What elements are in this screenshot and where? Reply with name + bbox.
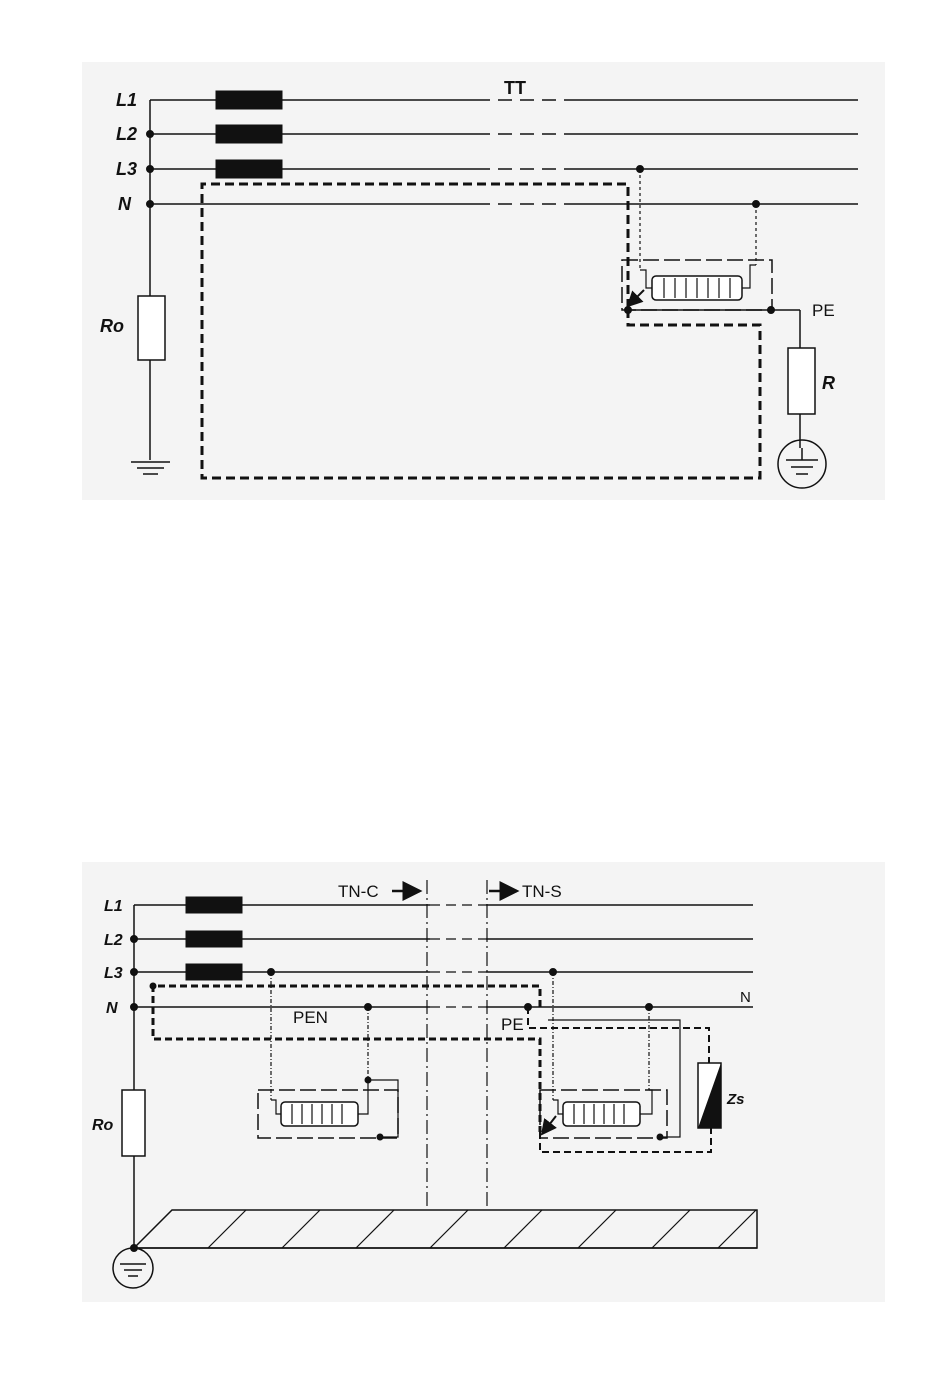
tn-label-l1: L1	[104, 898, 123, 915]
tn-label-ro: Ro	[92, 1117, 114, 1134]
tn-s-fault-loop	[540, 1128, 711, 1152]
tn-label-pen: PEN	[293, 1008, 328, 1027]
tt-earth-resistor	[788, 348, 815, 414]
tt-label-ro: Ro	[100, 316, 124, 336]
tt-label-r: R	[822, 373, 835, 393]
tn-label-tn-c: TN-C	[338, 882, 379, 901]
tn-label-l2: L2	[104, 932, 123, 949]
tn-label-tn-s: TN-S	[522, 882, 562, 901]
tn-left-load-heater	[281, 1102, 358, 1126]
tt-winding-l1	[216, 91, 282, 109]
tt-source-ground-icon	[131, 462, 170, 474]
tt-label-l1: L1	[116, 90, 137, 110]
tt-load-heater	[652, 276, 742, 300]
tt-winding-l2	[216, 125, 282, 143]
tn-label-n: N	[106, 1000, 118, 1017]
tn-source-resistor	[122, 1090, 145, 1156]
tt-diagram	[131, 90, 858, 488]
tn-impedance-zs	[698, 1063, 721, 1128]
tt-source-resistor	[138, 296, 165, 360]
tt-system-label: TT	[504, 78, 526, 98]
tt-label-pe: PE	[812, 301, 835, 320]
tt-label-l3: L3	[116, 159, 137, 179]
tt-winding-l3	[216, 160, 282, 178]
tt-earth-electrode-icon	[778, 440, 826, 488]
tn-right-load-heater	[563, 1102, 640, 1126]
tn-diagram	[113, 880, 757, 1288]
tn-earth-electrode-icon	[113, 1248, 153, 1288]
tn-winding-l1	[186, 897, 242, 913]
tt-fault-loop	[202, 184, 760, 478]
tn-label-zs: Zs	[726, 1091, 745, 1108]
tt-label-l2: L2	[116, 124, 137, 144]
tn-winding-l3	[186, 964, 242, 980]
tt-label-n: N	[118, 194, 132, 214]
tn-label-n-right: N	[740, 989, 751, 1006]
tn-winding-l2	[186, 931, 242, 947]
tn-label-l3: L3	[104, 965, 123, 982]
tn-label-pe: PE	[501, 1015, 524, 1034]
